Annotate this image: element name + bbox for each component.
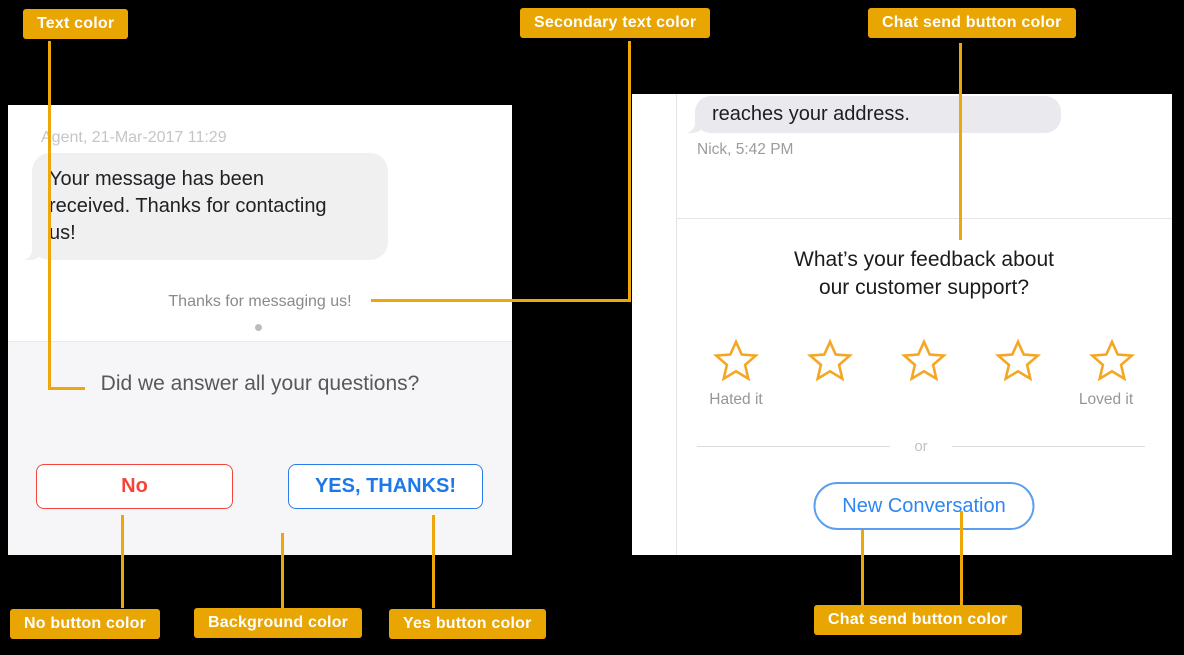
divider-rule (951, 446, 1145, 447)
right-chat-panel: reaches your address. Nick, 5:42 PM What… (632, 94, 1172, 555)
secondary-status-text: Thanks for messaging us! (168, 293, 352, 310)
callout-line-text-color-v (48, 41, 51, 390)
callout-line-chat-send-top (959, 43, 962, 240)
callout-line-secondary-h (371, 299, 631, 302)
no-button-color-label: No button color (10, 609, 161, 639)
star-icon[interactable] (900, 337, 948, 385)
callout-line-conv-right (960, 511, 963, 606)
or-divider: or (697, 438, 1145, 455)
section-divider (676, 218, 1172, 219)
new-conversation-button[interactable]: New Conversation (813, 482, 1035, 530)
star-rating (676, 337, 1172, 385)
right-panel-content: reaches your address. Nick, 5:42 PM What… (676, 94, 1172, 555)
callout-line-yes-button (432, 515, 435, 608)
survey-question: Did we answer all your questions? (100, 372, 420, 395)
rating-label-low: Hated it (709, 391, 763, 408)
survey-section: Did we answer all your questions? No YES… (8, 341, 512, 555)
rating-label-high: Loved it (1078, 391, 1134, 408)
yes-button-color-label: Yes button color (389, 609, 546, 639)
message-line: Your message has been (49, 168, 264, 190)
chat-send-button-color-label-bottom: Chat send button color (814, 605, 1022, 635)
message-line: received. Thanks for contacting (49, 195, 327, 217)
agent-timestamp: Agent, 21-Mar-2017 11:29 (41, 129, 227, 146)
agent-message-bubble: Your message has been received. Thanks f… (22, 153, 388, 260)
typing-indicator-dot (255, 324, 262, 331)
nick-timestamp: Nick, 5:42 PM (697, 141, 794, 158)
incoming-message-bubble: reaches your address. (685, 96, 1061, 133)
star-icon[interactable] (994, 337, 1042, 385)
callout-line-conv-left (861, 530, 864, 606)
yes-thanks-button[interactable]: YES, THANKS! (288, 464, 483, 509)
left-chat-panel: Agent, 21-Mar-2017 11:29 Your message ha… (8, 105, 512, 555)
callout-line-secondary-v (628, 41, 631, 302)
panel-left-border (676, 94, 677, 555)
callout-line-background (281, 533, 284, 608)
star-icon[interactable] (712, 337, 760, 385)
callout-line-text-color-h (48, 387, 85, 390)
star-icon[interactable] (1088, 337, 1136, 385)
text-color-label: Text color (23, 9, 129, 39)
or-text: or (914, 438, 928, 455)
star-icon[interactable] (806, 337, 854, 385)
no-button[interactable]: No (36, 464, 233, 509)
secondary-text-color-label: Secondary text color (520, 8, 711, 38)
background-color-label: Background color (194, 608, 363, 638)
message-line: us! (49, 222, 76, 244)
feedback-question: What’s your feedback about our customer … (794, 248, 1054, 299)
callout-line-no-button (121, 515, 124, 608)
chat-send-button-color-label-top: Chat send button color (868, 8, 1076, 38)
divider-rule (697, 446, 891, 447)
